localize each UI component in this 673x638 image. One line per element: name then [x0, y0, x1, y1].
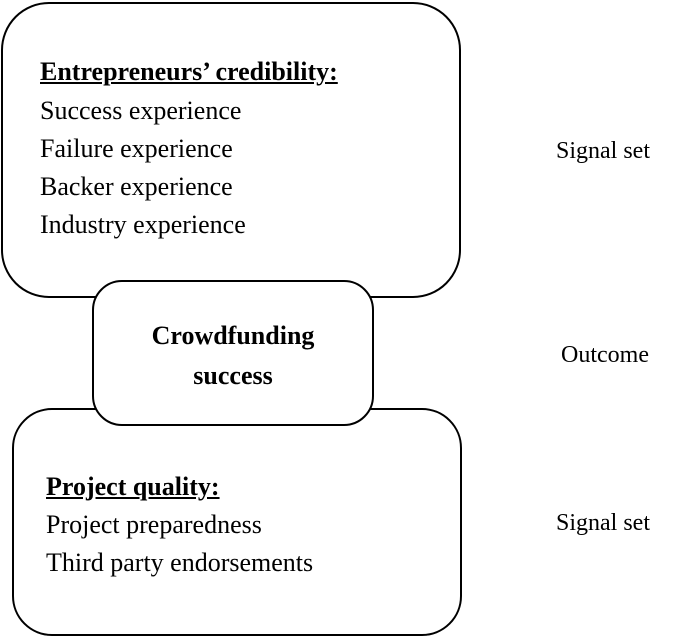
bottom-item: Project preparedness — [46, 510, 262, 539]
label-top: Signal set — [556, 138, 650, 164]
bottom-item: Third party endorsements — [46, 548, 314, 577]
top-item: Success experience — [40, 96, 242, 125]
middle-line1: Crowdfunding — [151, 321, 315, 350]
middle-box — [92, 280, 374, 426]
label-bottom: Signal set — [556, 510, 650, 536]
top-item: Industry experience — [40, 210, 246, 239]
middle-line2: success — [193, 361, 273, 390]
top-box — [1, 2, 461, 298]
label-middle: Outcome — [561, 342, 649, 368]
top-item: Failure experience — [40, 134, 233, 163]
top-item: Backer experience — [40, 172, 233, 201]
bottom-heading: Project quality: — [46, 472, 220, 501]
top-heading: Entrepreneurs’ credibility: — [40, 57, 338, 86]
bottom-box — [12, 408, 462, 636]
